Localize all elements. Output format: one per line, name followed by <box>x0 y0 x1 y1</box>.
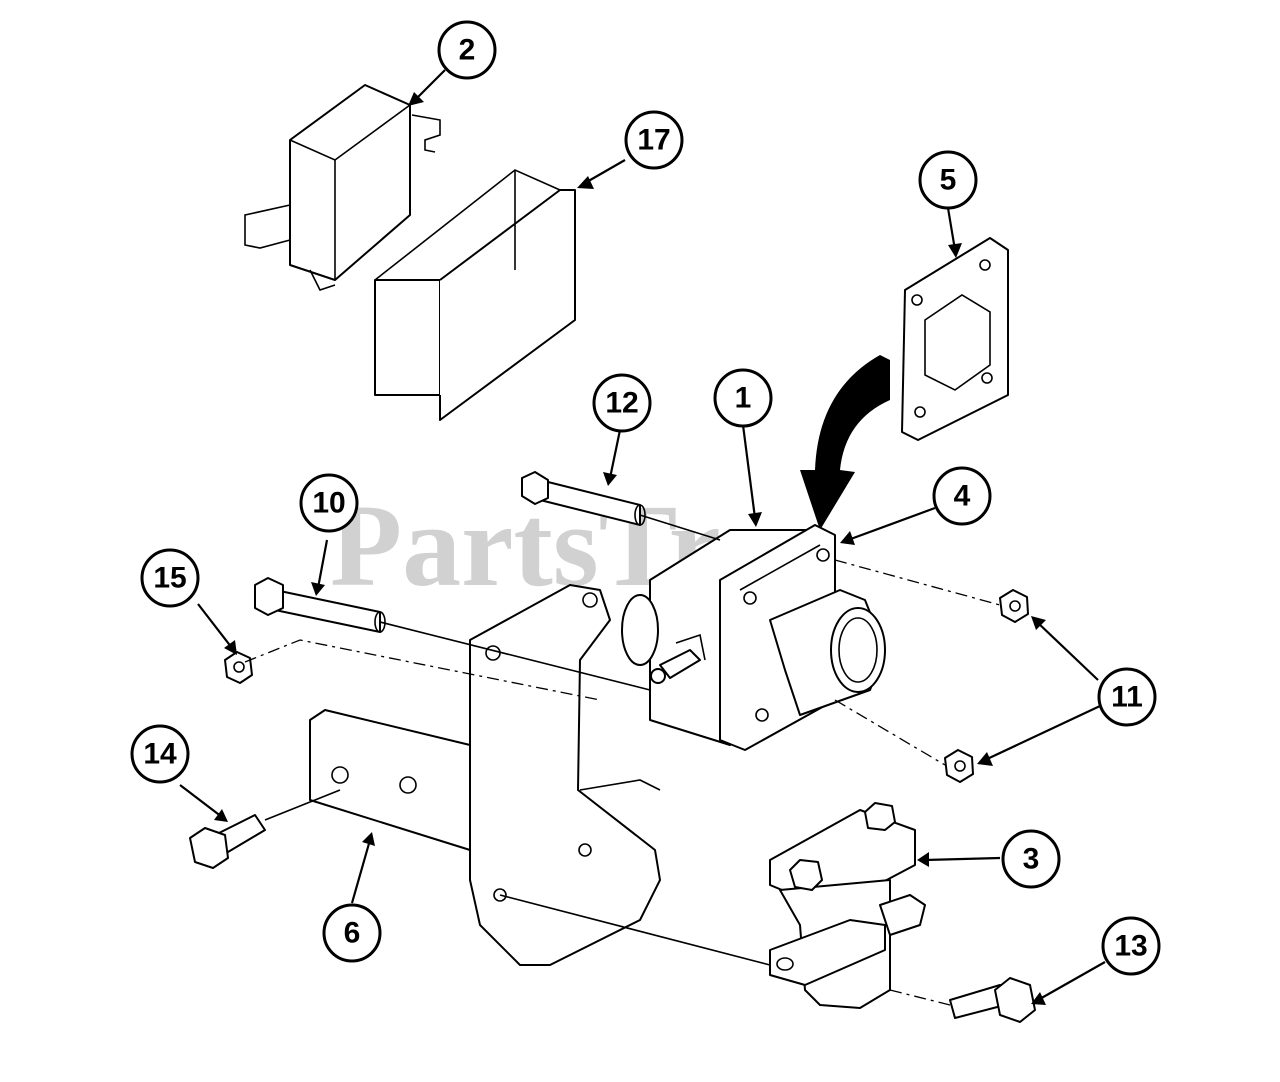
callout-12-label: 12 <box>605 387 638 420</box>
mounting-bracket <box>469 584 661 966</box>
callout-11-label: 11 <box>1111 681 1143 714</box>
part-11-nut-lower <box>944 749 974 783</box>
callout-5-label: 5 <box>940 164 957 197</box>
leader-lines <box>179 69 1106 1005</box>
callout-13: 13 <box>1101 916 1161 976</box>
assembly-lines <box>244 514 1001 1006</box>
part-12-bolt <box>521 471 646 526</box>
part-14-bolt <box>189 814 266 869</box>
callout-13-label: 13 <box>1114 930 1147 963</box>
valve-stud <box>650 633 706 684</box>
callout-6: 6 <box>322 903 382 963</box>
callout-15: 15 <box>140 548 200 608</box>
part-13-bolt <box>949 977 1036 1023</box>
part-10-bolt <box>254 577 386 633</box>
part-6-plate <box>309 709 471 851</box>
callout-5: 5 <box>918 150 978 210</box>
callout-3-label: 3 <box>1023 843 1040 876</box>
callout-1: 1 <box>713 368 773 428</box>
part-4-flange <box>719 524 886 751</box>
part-15-nut <box>224 651 253 684</box>
callout-6-label: 6 <box>344 917 361 950</box>
part-3-solenoid <box>769 802 926 1009</box>
callout-3: 3 <box>1001 829 1061 889</box>
callout-4-label: 4 <box>954 480 971 513</box>
part-2-relay <box>244 84 441 291</box>
part-17-cover <box>374 169 576 421</box>
callout-12: 12 <box>592 373 652 433</box>
callout-10-label: 10 <box>312 487 345 520</box>
callout-1-label: 1 <box>735 382 752 415</box>
callout-14-label: 14 <box>143 738 177 771</box>
callout-10: 10 <box>299 473 359 533</box>
callout-11: 11 <box>1097 667 1157 727</box>
assembly-arrow <box>800 355 890 530</box>
callout-17-label: 17 <box>637 124 670 157</box>
callout-15-label: 15 <box>153 562 186 595</box>
callout-4: 4 <box>932 466 992 526</box>
part-5-gasket <box>901 237 1009 441</box>
callout-2-label: 2 <box>459 34 476 67</box>
part-11-nut-upper <box>999 589 1029 623</box>
callout-17: 17 <box>624 110 684 170</box>
callout-14: 14 <box>130 724 190 784</box>
callout-2: 2 <box>437 20 497 80</box>
